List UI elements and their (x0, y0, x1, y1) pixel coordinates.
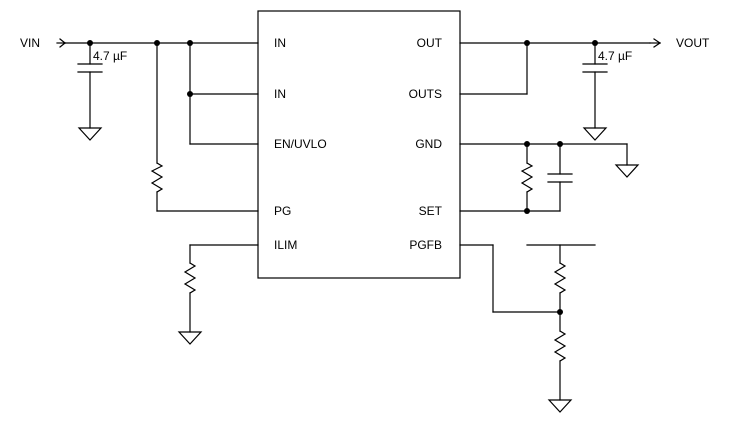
vin-label: VIN (20, 36, 40, 50)
junction-dot (524, 208, 530, 214)
junction-dot (187, 40, 193, 46)
input-capacitor (77, 42, 103, 129)
set-resistor (520, 143, 534, 212)
vout-rail (459, 42, 651, 95)
pin-label-in-1: IN (274, 36, 286, 50)
pin-label-in-2: IN (274, 87, 286, 101)
ground-symbol (77, 127, 103, 141)
output-capacitor-value: 4.7 µF (598, 49, 632, 63)
output-capacitor (582, 42, 608, 129)
pin-label-gnd: GND (415, 137, 442, 151)
pg-pullup-resistor (150, 42, 259, 212)
pin-label-out: OUT (417, 36, 443, 50)
ground-symbol (614, 164, 640, 178)
vin-input-arrow (56, 38, 66, 48)
vout-output-arrow (649, 38, 661, 48)
pgfb-divider-top-resistor (553, 244, 567, 313)
input-capacitor-value: 4.7 µF (93, 49, 127, 63)
ilim-resistor (183, 244, 259, 333)
ground-symbol (582, 127, 608, 141)
pin-label-ilim: ILIM (274, 238, 297, 252)
junction-dot (187, 91, 193, 97)
pin-label-en-uvlo: EN/UVLO (274, 137, 327, 151)
pin-label-pg: PG (274, 204, 291, 218)
gnd-net (459, 143, 628, 166)
ground-symbol (177, 331, 203, 345)
vout-label: VOUT (676, 36, 710, 50)
pin-label-set: SET (419, 204, 443, 218)
ground-symbol (547, 399, 573, 413)
set-capacitor (547, 143, 573, 212)
pin-label-outs: OUTS (409, 87, 442, 101)
junction-dot (524, 40, 530, 46)
pin-label-pgfb: PGFB (409, 238, 442, 252)
pgfb-divider-bottom-resistor (553, 311, 567, 401)
pgfb-net (459, 244, 561, 313)
